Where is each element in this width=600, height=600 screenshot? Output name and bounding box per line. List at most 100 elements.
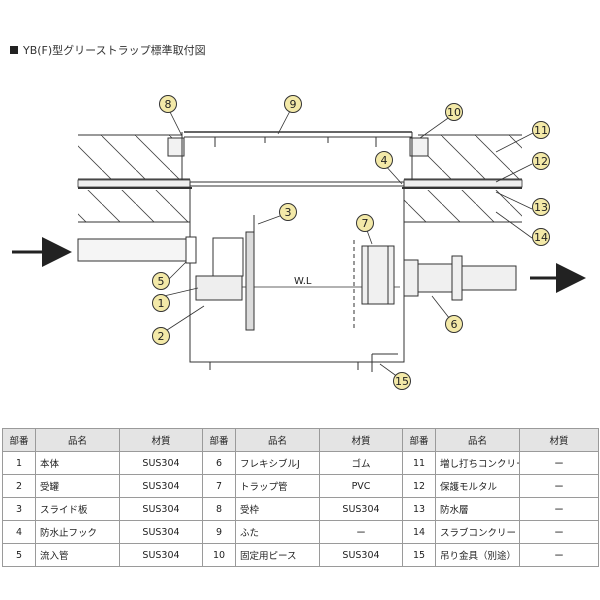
callout-5: 5 [152,272,170,290]
callout-7: 7 [356,214,374,232]
trap-body [189,181,405,372]
cell-no: 1 [2,451,36,475]
slide-plate [245,215,255,331]
header-name: 品名 [435,428,520,452]
cell-name: 保護モルタル [435,474,520,498]
frame-and-lid [167,131,429,180]
svg-text:5: 5 [158,275,165,288]
callout-11: 11 [532,121,550,139]
cell-no: 12 [402,474,436,498]
svg-text:7: 7 [362,217,369,230]
svg-text:1: 1 [158,297,165,310]
cell-no: 4 [2,520,36,544]
cell-name: フレキシブルJ [235,451,320,475]
callouts: 8 9 10 11 12 4 3 7 13 14 5 1 2 6 15 [152,95,550,390]
title-square-icon [10,46,18,54]
table-row: 3 スライド板 SUS304 8 受枠 SUS304 13 防水層 ー [2,497,599,521]
svg-text:12: 12 [534,155,548,168]
callout-14: 14 [532,228,550,246]
cell-material: SUS304 [119,451,203,475]
cell-material: SUS304 [319,497,403,521]
cell-material: SUS304 [319,543,403,567]
svg-text:8: 8 [165,98,172,111]
cell-material: ー [519,451,599,475]
cell-name: 受枠 [235,497,320,521]
svg-text:14: 14 [534,231,548,244]
callout-10: 10 [445,103,463,121]
cell-name: 流入管 [35,543,120,567]
callout-3: 3 [279,203,297,221]
cell-no: 9 [202,520,236,544]
cell-no: 13 [402,497,436,521]
header-no: 部番 [2,428,36,452]
callout-1: 1 [152,294,170,312]
header-name: 品名 [235,428,320,452]
cell-name: 防水止フック [35,520,120,544]
cell-name: 固定用ピース [235,543,320,567]
cell-no: 8 [202,497,236,521]
svg-text:10: 10 [447,106,461,119]
cell-material: ー [519,543,599,567]
svg-text:4: 4 [381,154,388,167]
header-material: 材質 [519,428,599,452]
slab-concrete [78,190,522,223]
cell-no: 3 [2,497,36,521]
cell-no: 6 [202,451,236,475]
cell-no: 5 [2,543,36,567]
svg-text:15: 15 [395,375,409,388]
header-no: 部番 [202,428,236,452]
cell-material: PVC [319,474,403,498]
callout-15: 15 [393,372,411,390]
cell-material: SUS304 [119,497,203,521]
cell-material: SUS304 [119,543,203,567]
callout-12: 12 [532,152,550,170]
figure-title: YB(F)型グリーストラップ標準取付図 [10,42,206,58]
cell-name: スラブコンクリート [435,520,520,544]
svg-text:11: 11 [534,124,548,137]
callout-6: 6 [445,315,463,333]
cell-name: 吊り金具（別途） [435,543,520,567]
cell-name: 増し打ちコンクリート [435,451,520,475]
svg-text:9: 9 [290,98,297,111]
table-row: 5 流入管 SUS304 10 固定用ピース SUS304 15 吊り金具（別途… [2,543,599,567]
cell-material: ー [519,520,599,544]
cell-no: 11 [402,451,436,475]
callout-2: 2 [152,327,170,345]
cell-material: SUS304 [119,520,203,544]
topping-concrete [78,134,522,180]
table-header-row: 部番 品名 材質 部番 品名 材質 部番 品名 材質 [2,428,599,452]
trap-pipe [353,240,395,330]
inflow-pipe [77,236,244,301]
cell-no: 10 [202,543,236,567]
header-no: 部番 [402,428,436,452]
svg-text:2: 2 [158,330,165,343]
cell-material: ゴム [319,451,403,475]
table-row: 2 受罐 SUS304 7 トラップ管 PVC 12 保護モルタル ー [2,474,599,498]
header-material: 材質 [119,428,203,452]
cell-name: 受罐 [35,474,120,498]
table-row: 1 本体 SUS304 6 フレキシブルJ ゴム 11 増し打ちコンクリート ー [2,451,599,475]
cell-no: 2 [2,474,36,498]
callout-4: 4 [375,151,393,169]
cell-material: SUS304 [119,474,203,498]
svg-text:13: 13 [534,201,548,214]
svg-text:6: 6 [451,318,458,331]
cell-material: ー [519,474,599,498]
cell-material: ー [319,520,403,544]
cell-no: 14 [402,520,436,544]
header-material: 材質 [319,428,403,452]
figure-title-text: YB(F)型グリーストラップ標準取付図 [23,44,206,57]
cell-name: 防水層 [435,497,520,521]
cell-name: スライド板 [35,497,120,521]
cell-material: ー [519,497,599,521]
parts-table: 部番 品名 材質 部番 品名 材質 部番 品名 材質 1 本体 SUS304 6… [2,428,599,567]
header-name: 品名 [35,428,120,452]
svg-text:3: 3 [285,206,292,219]
table-row: 4 防水止フック SUS304 9 ふた ー 14 スラブコンクリート ー [2,520,599,544]
callout-8: 8 [159,95,177,113]
callout-13: 13 [532,198,550,216]
outflow-pipe [403,255,517,301]
cell-name: ふた [235,520,320,544]
cell-no: 7 [202,474,236,498]
cell-no: 15 [402,543,436,567]
